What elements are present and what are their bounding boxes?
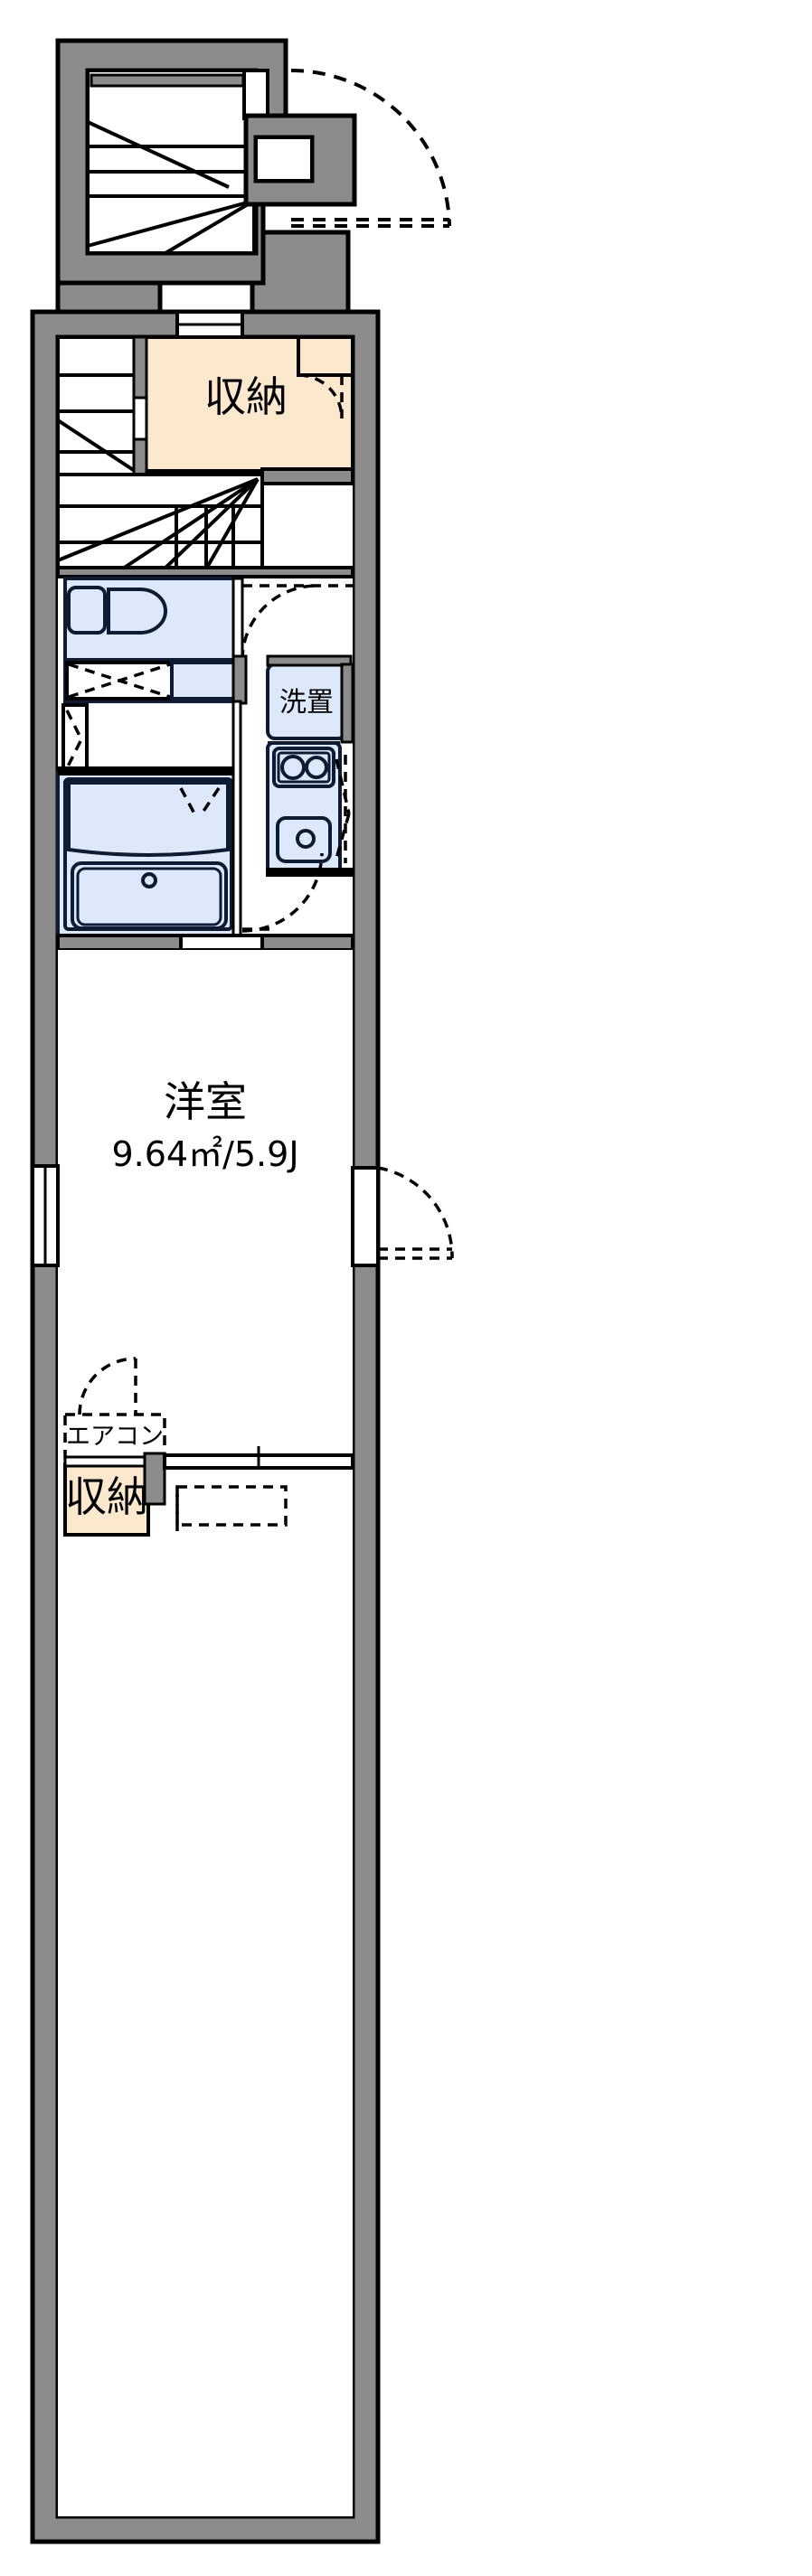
bathroom-top-wall (58, 766, 239, 776)
toilet-door-swing (241, 584, 353, 661)
bathroom-door (61, 703, 89, 776)
storage-bottom-partition (143, 1452, 166, 1506)
room-washbasin (63, 658, 241, 703)
room-bathroom (56, 771, 241, 937)
sink-drain-icon (296, 829, 316, 849)
bottom-window-swing (175, 1485, 288, 1527)
bottom-window (163, 1446, 354, 1537)
laundry-right-wall (340, 663, 354, 744)
toilet-door-jamb (231, 577, 244, 662)
western-room-label: 洋室 (164, 1077, 247, 1126)
storage-wall-stub (260, 467, 354, 485)
entrance-door (351, 1166, 454, 1267)
room-entry-doorway (179, 934, 264, 952)
toilet-tank-icon (67, 586, 107, 635)
bathtub-drain-icon (141, 872, 157, 888)
upper-stair-treads (87, 120, 256, 255)
stair-base-wall (56, 566, 354, 578)
room-toilet (63, 577, 241, 662)
storage-bottom-doorway (63, 1455, 150, 1468)
storage-top-label: 収納 (204, 372, 288, 421)
western-room-area-label: 9.64㎡/5.9J (111, 1134, 298, 1174)
toilet-bowl-icon (107, 588, 167, 635)
kitchen-base-wall (266, 868, 353, 877)
room-storage-bottom: 収納 (63, 1455, 150, 1537)
sink-basin-icon (276, 816, 332, 863)
upper-door-jamb (242, 69, 269, 120)
left-window (31, 1164, 60, 1267)
upper-stair-block (55, 38, 451, 340)
bathroom-right-wall (231, 700, 242, 938)
storage-bottom-label: 収納 (65, 1472, 148, 1521)
stove-burner-left-icon (280, 755, 306, 780)
room-western: 洋室 9.64㎡/5.9J (58, 950, 353, 2414)
room-kitchen (266, 741, 342, 876)
room-storage-top: 収納 (138, 335, 354, 476)
western-room-area (58, 950, 353, 2414)
entrance-door-swing (377, 1166, 454, 1259)
upper-entry-door-swing (290, 69, 451, 228)
main-floor-block: 収納 (30, 309, 454, 2544)
winder-stair (56, 473, 264, 574)
vanity-open-area (170, 661, 241, 700)
upper-stair-landing-edge (90, 73, 245, 88)
bathroom-door-swing (241, 852, 324, 933)
stove-burner-right-icon (305, 756, 328, 779)
vanity-partition (231, 654, 248, 705)
storage-shelf (297, 335, 354, 377)
kitchen-door-swing (335, 755, 351, 863)
aircon-label: エアコン (66, 1423, 164, 1451)
storage-doorway (132, 396, 148, 441)
laundry-label: 洗置 (279, 687, 334, 719)
room-laundry: 洗置 (266, 663, 347, 740)
laundry-top-wall (266, 654, 353, 667)
bathtub-icon (71, 861, 228, 930)
bath-washing-area (67, 781, 230, 857)
entrance-door-leaf (351, 1166, 380, 1267)
top-window (175, 310, 244, 339)
upper-landing-notch (254, 136, 314, 183)
